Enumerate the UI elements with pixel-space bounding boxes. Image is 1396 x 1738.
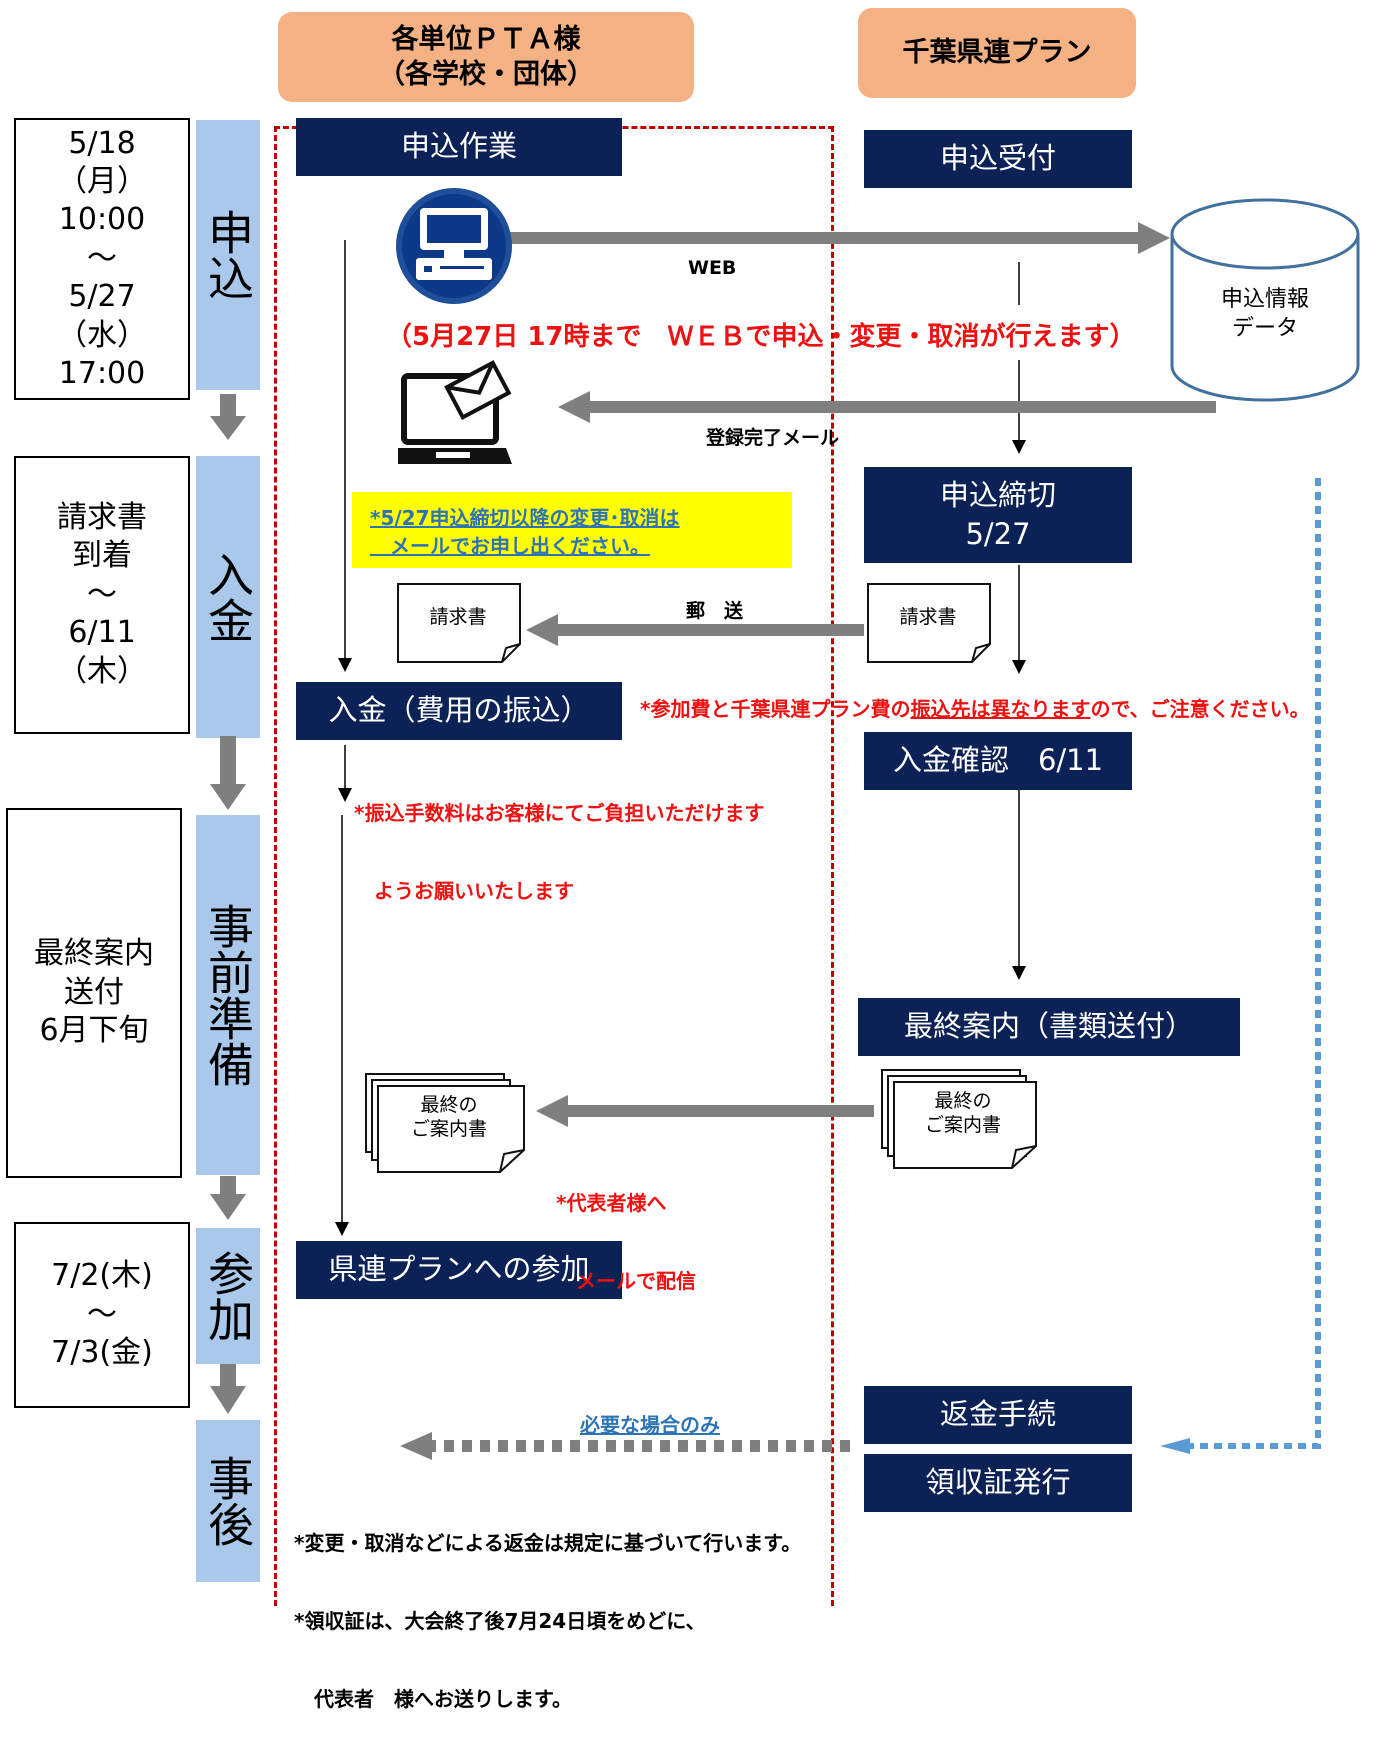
rep-mail-note: *代表者様へ メールで配信 [556, 1138, 696, 1320]
yellow-note-line1: *5/27申込締切以降の変更･取消は [370, 506, 680, 530]
date-payment-line: ～ [87, 576, 117, 612]
plan-step-refund-label: 返金手続 [939, 1397, 1056, 1432]
pta-header-line1: 各単位ＰＴＡ様 [391, 23, 581, 55]
date-payment: 請求書 到着 ～ 6/11 （木） [14, 456, 190, 734]
plan-step-receipt-label: 領収証発行 [925, 1465, 1071, 1500]
plan-step-final-guide: 最終案内（書類送付） [858, 998, 1240, 1056]
transfer-notice-part2: 振込先は異なります [910, 697, 1091, 721]
document-icon [365, 1073, 525, 1173]
plan-header-label: 千葉県連プラン [902, 37, 1092, 69]
date-join-line: ～ [87, 1296, 117, 1332]
date-prep-line: 送付 [64, 974, 124, 1010]
refund-note-line2: *領収証は、大会終了後7月24日頃をめどに、 [294, 1609, 706, 1633]
plan-step-confirm: 入金確認 6/11 [864, 732, 1132, 790]
date-payment-line: 到着 [72, 538, 132, 574]
refund-note: *変更・取消などによる返金は規定に基づいて行います。 *領収証は、大会終了後7月… [294, 1478, 801, 1738]
pta-header-line2: （各学校・団体） [378, 59, 594, 90]
phase-apply: 申込 [196, 120, 260, 390]
pta-step-apply: 申込作業 [296, 118, 622, 176]
database-label: 申込情報 データ [1168, 286, 1362, 343]
final-doc-right-label: 最終の ご案内書 [890, 1090, 1036, 1138]
flow-lines [335, 222, 1321, 1460]
computer-icon [396, 188, 512, 304]
transfer-notice: *参加費と千葉県連プラン費の振込先は異なりますので、ご注意ください。 [640, 693, 1310, 722]
web-notice: （5月27日 17時まで ＷＥＢで申込・変更・取消が行えます） [386, 322, 1136, 352]
date-apply: 5/18 （月） 10:00 ～ 5/27 （水） 17:00 [14, 118, 190, 400]
plan-step-confirm-label: 入金確認 6/11 [892, 743, 1104, 778]
final-doc-left-line: ご案内書 [410, 1117, 487, 1140]
database-label-line: 申込情報 [1220, 287, 1309, 312]
plan-step-reception: 申込受付 [864, 130, 1132, 188]
fee-notice-line2: ようお願いいたします [354, 879, 574, 903]
web-label: WEB [688, 257, 737, 279]
fee-notice-line1: *振込手数料はお客様にてご負担いただけます [354, 801, 765, 825]
date-payment-line: 6/11 [68, 615, 136, 651]
date-apply-line: 5/18 [68, 125, 136, 161]
laptop-mail-icon [398, 360, 512, 464]
date-prep-line: 最終案内 [34, 936, 154, 972]
only-if-needed-label: 必要な場合のみ [580, 1413, 720, 1437]
pta-header: 各単位ＰＴＡ様 （各学校・団体） [278, 12, 694, 102]
phase-arrows [210, 394, 246, 1414]
refund-note-line3: 代表者 様へお送りします。 [294, 1687, 572, 1711]
pta-step-apply-label: 申込作業 [400, 129, 517, 164]
fee-notice: *振込手数料はお客様にてご負担いただけます ようお願いいたします [354, 748, 764, 930]
date-apply-line: 10:00 [58, 202, 146, 238]
invoice-right-label: 請求書 [899, 606, 957, 628]
phase-payment: 入金 [196, 456, 260, 738]
date-join: 7/2(木) ～ 7/3(金) [14, 1222, 190, 1408]
plan-step-deadline: 申込締切 5/27 [864, 467, 1132, 563]
yellow-note-line2: メールでお申し出ください。 [370, 534, 650, 558]
pta-step-payment-label: 入金（費用の振込） [328, 693, 590, 728]
plan-step-refund: 返金手続 [864, 1386, 1132, 1444]
final-doc-right-line: 最終の [934, 1090, 992, 1112]
phase-prep: 事前準備 [196, 815, 260, 1175]
transfer-notice-part3: ので、ご注意ください。 [1090, 697, 1310, 721]
document-icon [867, 583, 991, 663]
plan-step-reception-label: 申込受付 [939, 141, 1056, 176]
date-apply-line: 5/27 [68, 279, 136, 315]
database-label-line: データ [1231, 315, 1298, 341]
yellow-note: *5/27申込締切以降の変更･取消は メールでお申し出ください。 [352, 492, 792, 568]
registration-mail-label: 登録完了メール [706, 427, 840, 449]
final-doc-left-label: 最終の ご案内書 [376, 1094, 522, 1142]
plan-step-receipt: 領収証発行 [864, 1454, 1132, 1512]
refund-note-line1: *変更・取消などによる返金は規定に基づいて行います。 [294, 1531, 802, 1555]
transfer-notice-part1: *参加費と千葉県連プラン費の [640, 697, 911, 721]
rep-mail-line1: *代表者様へ [556, 1191, 667, 1215]
plan-step-deadline-line2: 5/27 [965, 517, 1031, 551]
date-apply-line: （月） [57, 164, 147, 200]
phase-after: 事後 [196, 1420, 260, 1582]
date-apply-line: 17:00 [58, 355, 146, 391]
invoice-left-label: 請求書 [429, 606, 487, 628]
plan-step-final-guide-label: 最終案内（書類送付） [903, 1009, 1194, 1044]
date-apply-line: （水） [57, 317, 147, 353]
database-icon [1170, 198, 1360, 402]
document-icon [881, 1069, 1037, 1169]
date-payment-line: 請求書 [57, 500, 147, 536]
date-prep-line: 6月下旬 [39, 1013, 149, 1049]
pta-step-join-label: 県連プランへの参加 [328, 1252, 590, 1287]
plan-step-deadline-line1: 申込締切 [939, 477, 1056, 512]
final-doc-right-line: ご案内書 [924, 1113, 1001, 1136]
mail-post-label: 郵 送 [686, 600, 744, 622]
pta-step-join: 県連プランへの参加 [296, 1241, 622, 1299]
date-prep: 最終案内 送付 6月下旬 [6, 808, 182, 1178]
document-icon [397, 583, 521, 663]
date-join-line: 7/2(木) [51, 1258, 153, 1294]
date-payment-line: （木） [57, 653, 147, 689]
pta-step-payment: 入金（費用の振込） [296, 682, 622, 740]
plan-header: 千葉県連プラン [858, 8, 1136, 98]
date-join-line: 7/3(金) [51, 1335, 153, 1371]
phase-join: 参加 [196, 1228, 260, 1364]
date-apply-line: ～ [87, 240, 117, 276]
final-doc-left-line: 最終の [420, 1094, 478, 1116]
rep-mail-line2: メールで配信 [556, 1269, 696, 1293]
